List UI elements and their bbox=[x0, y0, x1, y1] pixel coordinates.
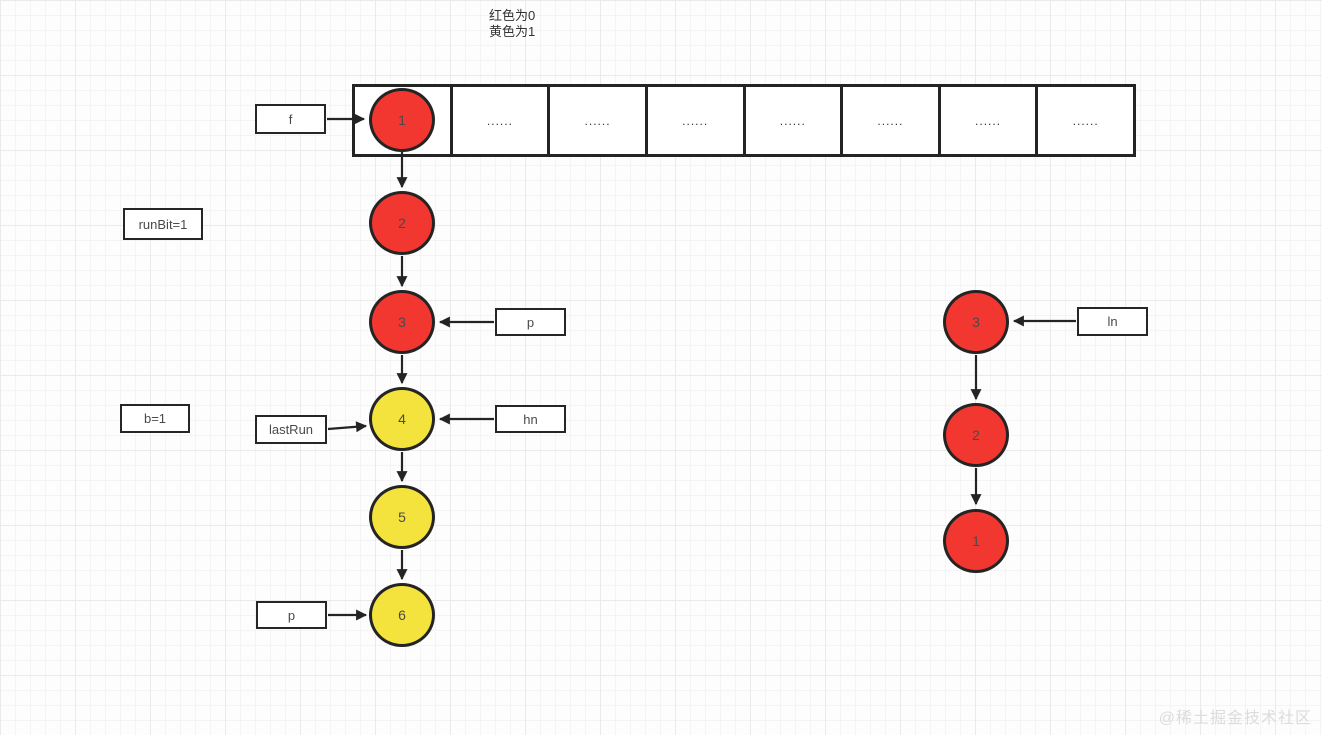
right-chain-node-3[interactable]: 3 bbox=[943, 290, 1009, 354]
array-cell-6[interactable]: ...... bbox=[941, 87, 1039, 154]
bucket-array[interactable]: ...... ...... ...... ...... ...... .....… bbox=[352, 84, 1136, 157]
array-cell-2[interactable]: ...... bbox=[550, 87, 648, 154]
chain-node-3[interactable]: 3 bbox=[369, 290, 435, 354]
legend-red-line: 红色为0 bbox=[489, 8, 536, 23]
legend-yellow-line: 黄色为1 bbox=[489, 24, 536, 39]
legend: 红色为0 黄色为1 bbox=[489, 8, 535, 40]
chain-node-5[interactable]: 5 bbox=[369, 485, 435, 549]
chain-node-2[interactable]: 2 bbox=[369, 191, 435, 255]
pointer-hn[interactable]: hn bbox=[495, 405, 566, 433]
array-cell-0[interactable] bbox=[355, 87, 453, 154]
chain-node-1[interactable]: 1 bbox=[369, 88, 435, 152]
arrow-lastrun-to-node4 bbox=[327, 421, 368, 433]
array-cell-3[interactable]: ...... bbox=[648, 87, 746, 154]
right-chain-node-1[interactable]: 1 bbox=[943, 509, 1009, 573]
chain-node-6[interactable]: 6 bbox=[369, 583, 435, 647]
array-cell-4[interactable]: ...... bbox=[746, 87, 844, 154]
pointer-lastrun[interactable]: lastRun bbox=[255, 415, 327, 444]
pointer-b[interactable]: b=1 bbox=[120, 404, 190, 433]
pointer-p-top[interactable]: p bbox=[495, 308, 566, 336]
watermark: @稀土掘金技术社区 bbox=[1158, 710, 1312, 727]
pointer-ln[interactable]: ln bbox=[1077, 307, 1148, 336]
chain-node-4[interactable]: 4 bbox=[369, 387, 435, 451]
pointer-f[interactable]: f bbox=[255, 104, 326, 134]
array-cell-5[interactable]: ...... bbox=[843, 87, 941, 154]
array-cell-7[interactable]: ...... bbox=[1072, 113, 1099, 128]
array-cell-1[interactable]: ...... bbox=[453, 87, 551, 154]
pointer-p-bottom[interactable]: p bbox=[256, 601, 327, 629]
pointer-runbit[interactable]: runBit=1 bbox=[123, 208, 203, 240]
right-chain-node-2[interactable]: 2 bbox=[943, 403, 1009, 467]
